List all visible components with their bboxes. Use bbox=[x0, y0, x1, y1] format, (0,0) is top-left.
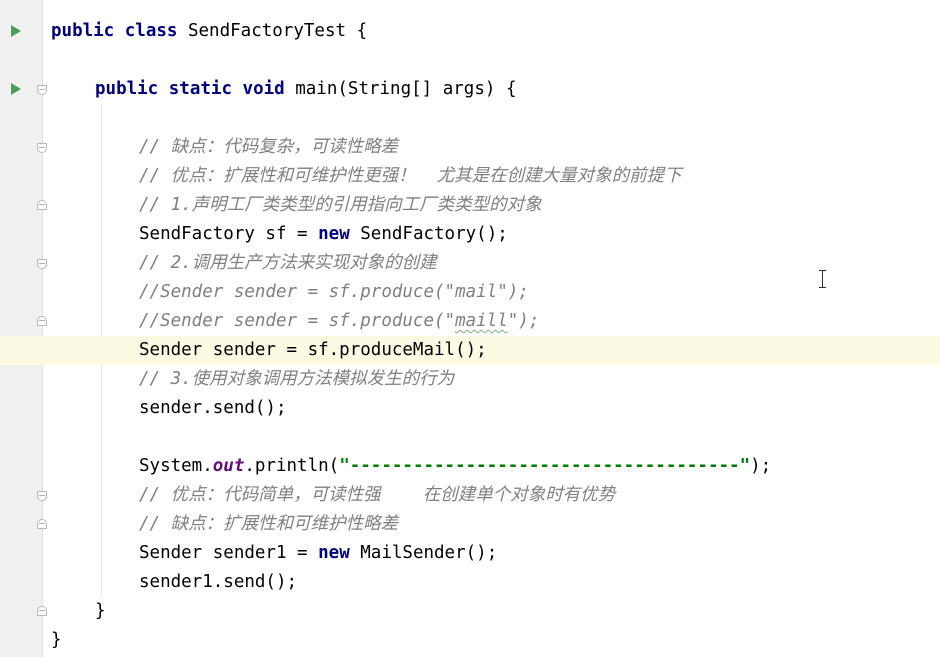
code-token: // 缺点：扩展性和可维护性略差 bbox=[139, 514, 399, 534]
code-token: // 优点：扩展性和可维护性更强！ 尤其是在创建大量对象的前提下 bbox=[139, 166, 682, 186]
code-token: } bbox=[95, 601, 106, 621]
code-line[interactable]: // 缺点：扩展性和可维护性略差 bbox=[0, 510, 940, 539]
code-line[interactable] bbox=[0, 104, 940, 133]
code-token: main(String[] args) { bbox=[284, 79, 517, 99]
code-line[interactable]: // 2.调用生产方法来实现对象的创建 bbox=[0, 249, 940, 278]
code-token: SendFactory(); bbox=[349, 224, 508, 244]
code-line[interactable]: public class SendFactoryTest { bbox=[0, 17, 940, 46]
current-code-line[interactable]: Sender sender = sf.produceMail(); bbox=[0, 336, 940, 365]
code-token: public bbox=[95, 79, 159, 99]
gutter-divider bbox=[42, 0, 43, 657]
code-token: sender.send(); bbox=[139, 398, 287, 418]
fold-open-icon[interactable] bbox=[37, 85, 47, 95]
code-token: .println( bbox=[244, 456, 340, 476]
code-token: "); bbox=[507, 311, 540, 331]
fold-open-icon[interactable] bbox=[37, 143, 47, 153]
code-line[interactable]: sender.send(); bbox=[0, 394, 940, 423]
code-line[interactable]: System.out.println("--------------------… bbox=[0, 452, 940, 481]
code-text: // 优点：代码简单，可读性强 在创建单个对象时有优势 bbox=[139, 481, 615, 510]
fold-end-icon[interactable] bbox=[37, 606, 47, 616]
code-token: sender1.send(); bbox=[139, 572, 298, 592]
code-text: // 缺点：扩展性和可维护性略差 bbox=[139, 510, 398, 539]
code-line[interactable]: // 优点：扩展性和可维护性更强！ 尤其是在创建大量对象的前提下 bbox=[0, 162, 940, 191]
code-text: //Sender sender = sf.produce("maill"); bbox=[139, 307, 539, 336]
code-line[interactable]: // 优点：代码简单，可读性强 在创建单个对象时有优势 bbox=[0, 481, 940, 510]
code-token: } bbox=[51, 630, 62, 650]
code-token: static bbox=[168, 79, 232, 99]
code-token: out bbox=[212, 456, 245, 476]
run-gutter-icon[interactable] bbox=[11, 83, 21, 95]
fold-open-icon[interactable] bbox=[37, 491, 47, 501]
code-text: Sender sender = sf.produceMail(); bbox=[139, 336, 487, 365]
code-token bbox=[114, 21, 125, 41]
code-text: // 2.调用生产方法来实现对象的创建 bbox=[139, 249, 437, 278]
code-text: SendFactory sf = new SendFactory(); bbox=[139, 220, 508, 249]
code-token: SendFactoryTest { bbox=[177, 21, 368, 41]
code-token: System. bbox=[139, 456, 213, 476]
fold-open-icon[interactable] bbox=[37, 259, 47, 269]
code-text: sender.send(); bbox=[139, 394, 287, 423]
code-token: class bbox=[124, 21, 178, 41]
code-token: ); bbox=[750, 456, 772, 476]
run-gutter-icon[interactable] bbox=[11, 25, 21, 37]
code-token: "-------------------------------------" bbox=[339, 456, 751, 476]
code-text: // 1.声明工厂类类型的引用指向工厂类类型的对象 bbox=[139, 191, 542, 220]
code-token: MailSender(); bbox=[349, 543, 498, 563]
code-token bbox=[232, 79, 243, 99]
code-token: //Sender sender = sf.produce("mail"); bbox=[139, 282, 529, 302]
code-token: Sender sender1 = bbox=[139, 543, 319, 563]
code-token: // 3.使用对象调用方法模拟发生的行为 bbox=[139, 369, 455, 389]
code-line[interactable]: public static void main(String[] args) { bbox=[0, 75, 940, 104]
code-token: // 2.调用生产方法来实现对象的创建 bbox=[139, 253, 437, 273]
code-token: new bbox=[318, 543, 350, 563]
code-text: // 3.使用对象调用方法模拟发生的行为 bbox=[139, 365, 454, 394]
code-line[interactable]: // 缺点：代码复杂，可读性略差 bbox=[0, 133, 940, 162]
code-token: SendFactory sf = bbox=[139, 224, 319, 244]
code-token: // 缺点：代码复杂，可读性略差 bbox=[139, 137, 399, 157]
code-line[interactable]: Sender sender1 = new MailSender(); bbox=[0, 539, 940, 568]
code-text: } bbox=[95, 597, 106, 626]
code-token: // 优点：代码简单，可读性强 在创建单个对象时有优势 bbox=[139, 485, 616, 505]
code-text: public static void main(String[] args) { bbox=[95, 75, 516, 104]
code-text: //Sender sender = sf.produce("mail"); bbox=[139, 278, 529, 307]
fold-end-icon[interactable] bbox=[37, 316, 47, 326]
text-cursor-icon bbox=[818, 270, 827, 288]
fold-end-icon[interactable] bbox=[37, 519, 47, 529]
code-token: maill bbox=[455, 311, 508, 331]
code-line[interactable]: } bbox=[0, 626, 940, 655]
fold-end-icon[interactable] bbox=[37, 200, 47, 210]
code-line[interactable]: SendFactory sf = new SendFactory(); bbox=[0, 220, 940, 249]
code-line[interactable]: //Sender sender = sf.produce("mail"); bbox=[0, 278, 940, 307]
code-line[interactable]: // 3.使用对象调用方法模拟发生的行为 bbox=[0, 365, 940, 394]
code-text: Sender sender1 = new MailSender(); bbox=[139, 539, 497, 568]
code-token: //Sender sender = sf.produce(" bbox=[139, 311, 456, 331]
code-text: // 优点：扩展性和可维护性更强！ 尤其是在创建大量对象的前提下 bbox=[139, 162, 682, 191]
code-line[interactable]: sender1.send(); bbox=[0, 568, 940, 597]
code-line[interactable] bbox=[0, 46, 940, 75]
code-line[interactable]: //Sender sender = sf.produce("maill"); bbox=[0, 307, 940, 336]
code-token: void bbox=[242, 79, 285, 99]
code-line[interactable]: } bbox=[0, 597, 940, 626]
code-text: // 缺点：代码复杂，可读性略差 bbox=[139, 133, 398, 162]
editor-gutter[interactable] bbox=[0, 0, 42, 657]
code-token: new bbox=[318, 224, 350, 244]
code-token: // 1.声明工厂类类型的引用指向工厂类类型的对象 bbox=[139, 195, 542, 215]
code-token: Sender sender = sf.produceMail(); bbox=[139, 340, 487, 360]
code-text: sender1.send(); bbox=[139, 568, 297, 597]
code-text: public class SendFactoryTest { bbox=[51, 17, 367, 46]
code-text: System.out.println("--------------------… bbox=[139, 452, 771, 481]
code-line[interactable]: // 1.声明工厂类类型的引用指向工厂类类型的对象 bbox=[0, 191, 940, 220]
code-text: } bbox=[51, 626, 62, 655]
code-token bbox=[158, 79, 169, 99]
code-token: public bbox=[51, 21, 115, 41]
code-line[interactable] bbox=[0, 423, 940, 452]
